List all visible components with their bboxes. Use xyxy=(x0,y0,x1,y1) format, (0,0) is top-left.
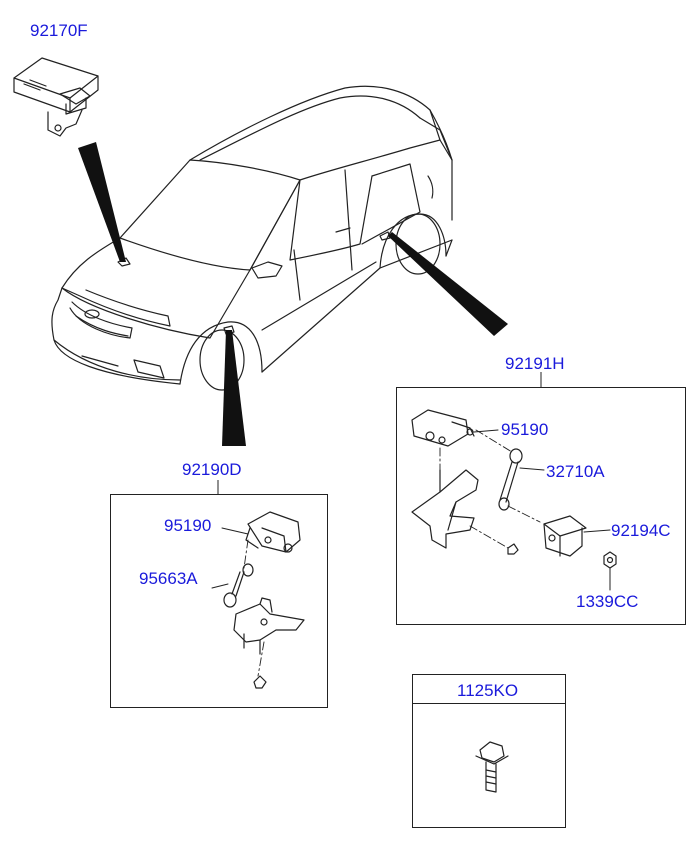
label-rear-link[interactable]: 32710A xyxy=(546,462,605,481)
bolt-1125ko-drawing xyxy=(475,741,509,793)
label-rear-sensor[interactable]: 95190 xyxy=(501,420,549,439)
ecu-module-icon xyxy=(13,57,99,137)
bolt-box xyxy=(412,674,566,828)
label-front-sensor[interactable]: 95190 xyxy=(164,516,212,535)
front-sensor-drawing xyxy=(211,511,305,689)
label-bolt[interactable]: 1125KO xyxy=(457,681,519,700)
label-rear-nut[interactable]: 1339CC xyxy=(576,592,639,611)
label-rear-bracket[interactable]: 92194C xyxy=(611,521,671,540)
label-rear-sensor-assy[interactable]: 92191H xyxy=(505,354,565,373)
rear-sensor-assembly-box xyxy=(396,387,686,625)
vehicle-outline xyxy=(51,85,453,391)
label-front-link[interactable]: 95663A xyxy=(139,569,198,588)
pointer-wedges xyxy=(78,142,508,446)
label-ecu[interactable]: 92170F xyxy=(30,21,88,40)
front-sensor-assembly-box xyxy=(110,494,328,708)
label-front-sensor-assy[interactable]: 92190D xyxy=(182,460,242,479)
bolt-box-divider xyxy=(412,703,566,704)
